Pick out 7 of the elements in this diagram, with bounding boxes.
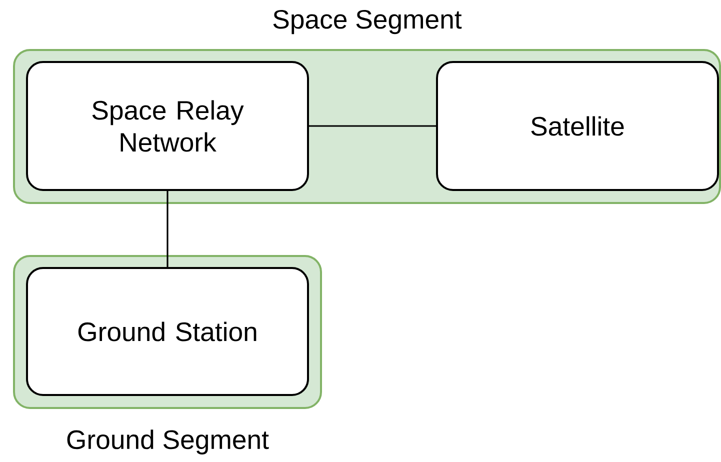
group-heading: Space Segment xyxy=(273,10,462,34)
process-box: Satellite xyxy=(436,61,719,191)
connector-line xyxy=(309,125,436,127)
process-box: Space Relay Network xyxy=(26,61,309,191)
process-box: Ground Station xyxy=(26,267,309,396)
group-heading: Ground Segment xyxy=(67,430,269,454)
connector-line xyxy=(166,191,168,267)
